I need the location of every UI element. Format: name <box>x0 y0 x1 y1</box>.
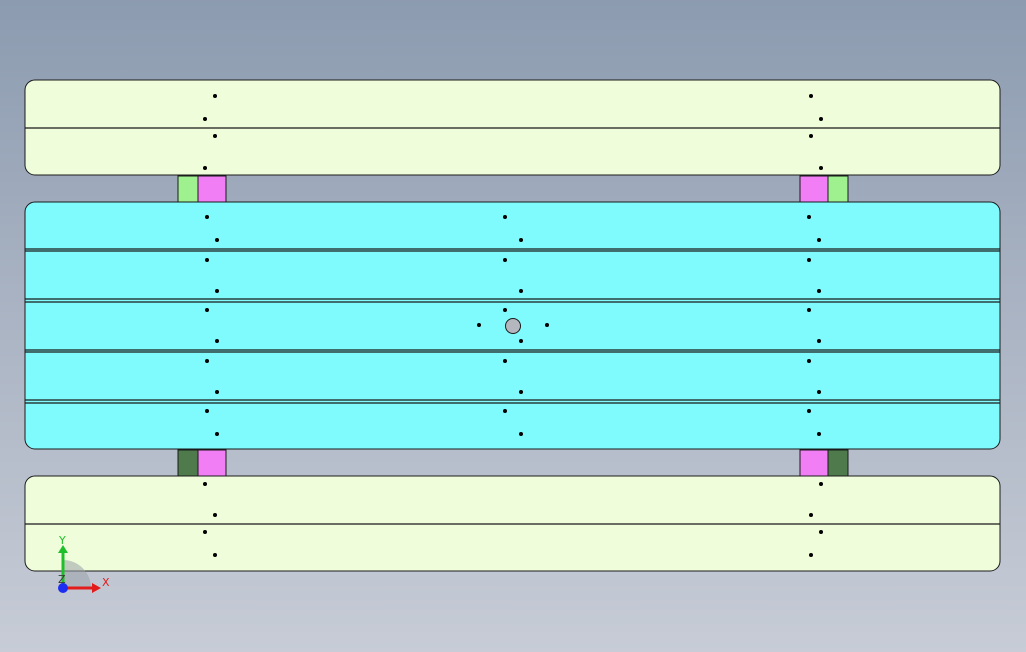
fastener-hole <box>519 390 523 394</box>
fastener-hole <box>503 215 507 219</box>
x-axis-label: X <box>102 576 110 589</box>
fastener-hole <box>817 339 821 343</box>
fastener-hole <box>819 482 823 486</box>
top-board[interactable] <box>24 79 1001 176</box>
x-axis-arrowhead <box>92 583 101 593</box>
fastener-hole <box>215 339 219 343</box>
block-bottom-left-dark-green[interactable] <box>177 449 199 477</box>
fastener-hole <box>503 308 507 312</box>
fastener-hole <box>503 409 507 413</box>
block-bottom-right-dark-green[interactable] <box>827 449 849 477</box>
triad-rotation-arc <box>63 560 91 588</box>
fastener-hole <box>205 359 209 363</box>
z-axis-dot <box>58 583 68 593</box>
fastener-hole <box>215 432 219 436</box>
fastener-hole <box>819 530 823 534</box>
fastener-hole <box>817 289 821 293</box>
fastener-hole <box>819 117 823 121</box>
fastener-hole <box>807 258 811 262</box>
fastener-hole <box>545 323 549 327</box>
block-bottom-left-pink[interactable] <box>197 449 227 477</box>
fastener-hole <box>205 308 209 312</box>
fastener-hole <box>817 238 821 242</box>
block-top-right-pink[interactable] <box>799 175 829 203</box>
fastener-hole <box>503 359 507 363</box>
fastener-hole <box>205 409 209 413</box>
fastener-hole <box>807 409 811 413</box>
fastener-hole <box>519 238 523 242</box>
z-axis-label: Z <box>58 573 66 586</box>
fastener-hole <box>477 323 481 327</box>
fastener-hole <box>817 390 821 394</box>
fastener-hole <box>215 238 219 242</box>
fastener-hole <box>519 339 523 343</box>
bottom-board[interactable] <box>24 475 1001 572</box>
fastener-hole <box>519 432 523 436</box>
fastener-hole <box>205 215 209 219</box>
fastener-hole <box>817 432 821 436</box>
fastener-hole <box>213 553 217 557</box>
y-axis-arrowhead <box>58 545 68 553</box>
fastener-hole <box>203 117 207 121</box>
fastener-hole <box>203 482 207 486</box>
fastener-hole <box>205 258 209 262</box>
fastener-hole <box>213 134 217 138</box>
fastener-hole <box>503 258 507 262</box>
fastener-hole <box>213 513 217 517</box>
fastener-hole <box>809 94 813 98</box>
block-top-left-green[interactable] <box>177 175 199 203</box>
fastener-hole <box>215 289 219 293</box>
orientation-triad[interactable]: Y Z X <box>58 534 110 593</box>
block-top-right-green[interactable] <box>827 175 849 203</box>
y-axis-label: Y <box>58 534 66 547</box>
fastener-hole <box>807 308 811 312</box>
fastener-hole <box>203 530 207 534</box>
block-top-left-pink[interactable] <box>197 175 227 203</box>
fastener-hole <box>519 289 523 293</box>
fastener-hole <box>213 94 217 98</box>
block-bottom-right-pink[interactable] <box>799 449 829 477</box>
fastener-hole <box>807 215 811 219</box>
fastener-hole <box>809 134 813 138</box>
spacer-blocks <box>177 175 849 477</box>
fastener-hole <box>215 390 219 394</box>
fastener-hole <box>809 513 813 517</box>
fastener-hole <box>809 553 813 557</box>
fastener-hole <box>819 166 823 170</box>
fastener-hole <box>203 166 207 170</box>
fastener-holes <box>203 94 823 557</box>
fastener-hole <box>807 359 811 363</box>
center-hole[interactable] <box>505 318 521 334</box>
